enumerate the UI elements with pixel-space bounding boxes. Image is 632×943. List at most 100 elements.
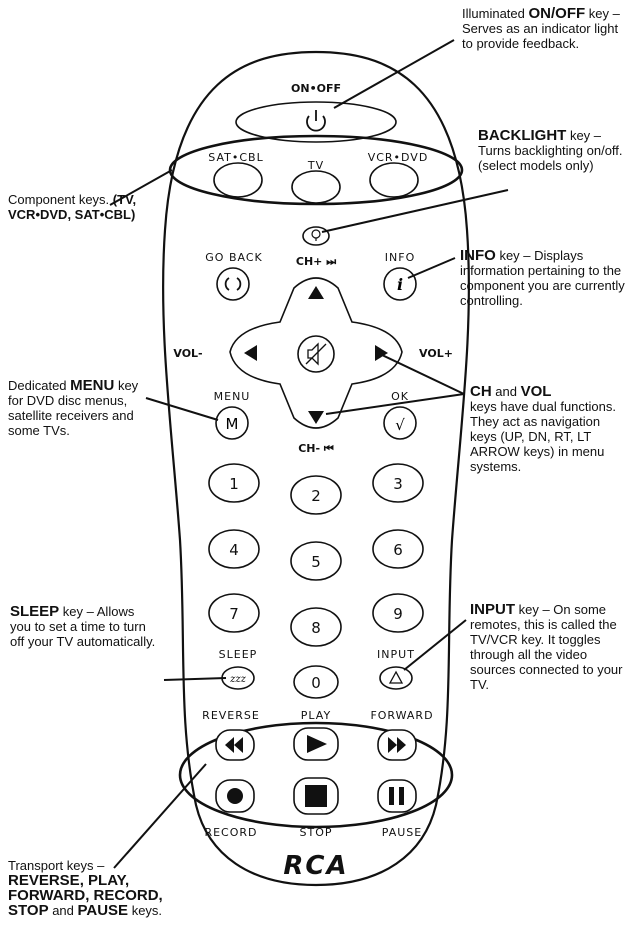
digit-8-label: 8 xyxy=(311,619,321,637)
pause-label: PAUSE xyxy=(382,826,422,839)
callout-input: INPUT key – On some remotes, this is cal… xyxy=(470,602,628,692)
callout-chvol: CH and VOL keys have dual functions. The… xyxy=(470,384,628,474)
go-back-icon xyxy=(224,277,242,291)
leader-component xyxy=(109,169,173,206)
sleep-icon: zzz xyxy=(229,674,247,685)
callout-onoff: Illuminated ON/OFF key – Serves as an in… xyxy=(462,6,627,51)
callout-menu-post: key for DVD disc menus, satellite receiv… xyxy=(8,378,139,438)
callout-info-post: key – Displays information pertaining to… xyxy=(460,248,625,308)
callout-chvol-post: keys have dual functions. They act as na… xyxy=(470,399,616,474)
leader-ch-right xyxy=(379,353,465,395)
leader-transport xyxy=(113,763,207,869)
transport-keys-outline xyxy=(178,721,454,829)
leader-menu xyxy=(145,397,219,421)
digit-1-button[interactable] xyxy=(208,463,260,503)
input-label: INPUT xyxy=(377,648,415,661)
digit-5-label: 5 xyxy=(311,553,321,571)
reverse-label: REVERSE xyxy=(202,709,260,722)
callout-info-key: INFO xyxy=(460,247,496,264)
number-pad: 1 2 3 4 5 6 7 8 9 0 xyxy=(208,463,424,699)
leader-onoff xyxy=(333,39,455,109)
digit-6-label: 6 xyxy=(393,541,403,559)
ch-down-label: CH- ⏮ xyxy=(298,442,334,455)
pause-button[interactable] xyxy=(377,779,417,813)
digit-9-label: 9 xyxy=(393,605,403,623)
vol-minus-label: VOL- xyxy=(173,347,202,360)
go-back-button[interactable] xyxy=(216,267,250,301)
leader-info xyxy=(407,257,456,279)
on-off-label: ON•OFF xyxy=(291,82,341,95)
info-button[interactable] xyxy=(383,267,417,301)
digit-2-button[interactable] xyxy=(290,475,342,515)
callout-transport-key: PAUSE xyxy=(77,902,129,919)
leader-ch-down xyxy=(325,393,465,415)
callout-onoff-pre: Illuminated xyxy=(462,6,529,21)
vcr-dvd-button[interactable] xyxy=(369,162,419,198)
leader-input xyxy=(403,619,467,671)
callout-chvol-mid: and xyxy=(491,384,521,399)
power-icon xyxy=(306,110,326,132)
bulb-icon xyxy=(311,229,321,241)
up-arrow-icon[interactable] xyxy=(308,286,324,299)
ch-up-label: CH+ ⏭ xyxy=(296,255,336,268)
digit-9-button[interactable] xyxy=(372,593,424,633)
callout-transport-pre: Transport keys – xyxy=(8,858,105,873)
input-button[interactable] xyxy=(379,666,413,690)
vol-plus-label: VOL+ xyxy=(419,347,453,360)
down-arrow-icon[interactable] xyxy=(308,411,324,424)
sat-cbl-button[interactable] xyxy=(213,162,263,198)
stop-label: STOP xyxy=(300,826,333,839)
info-label: INFO xyxy=(385,251,415,264)
power-button[interactable] xyxy=(235,101,397,143)
callout-transport-post: keys. xyxy=(128,903,163,918)
callout-info: INFO key – Displays information pertaini… xyxy=(460,248,628,308)
digit-1-label: 1 xyxy=(229,475,239,493)
digit-0-button[interactable] xyxy=(293,665,339,699)
play-label: PLAY xyxy=(301,709,331,722)
digit-4-label: 4 xyxy=(229,541,239,559)
callout-menu: Dedicated MENU key for DVD disc menus, s… xyxy=(8,378,153,438)
callout-component-bold: (TV, VCR•DVD, SAT•CBL) xyxy=(8,192,137,222)
tv-button[interactable] xyxy=(291,170,341,204)
pause-icon xyxy=(389,787,404,805)
callout-menu-key: MENU xyxy=(70,377,115,394)
callout-menu-pre: Dedicated xyxy=(8,378,71,393)
digit-7-button[interactable] xyxy=(208,593,260,633)
callout-backlight-key: BACKLIGHT xyxy=(478,127,567,144)
mute-icon xyxy=(305,342,327,366)
record-icon xyxy=(227,788,243,804)
sat-cbl-label: SAT•CBL xyxy=(208,151,263,164)
digit-6-button[interactable] xyxy=(372,529,424,569)
callout-transport-bold: REVERSE, PLAY, FORWARD, RECORD, STOP xyxy=(8,872,163,919)
callout-backlight: BACKLIGHT key – Turns backlighting on/of… xyxy=(478,128,628,173)
go-back-label: GO BACK xyxy=(205,251,262,264)
left-arrow-icon[interactable] xyxy=(244,345,257,361)
callout-backlight-post: key – Turns backlighting on/off. (select… xyxy=(478,128,623,173)
tv-label: TV xyxy=(307,159,324,172)
forward-label: FORWARD xyxy=(370,709,433,722)
leader-backlight xyxy=(321,189,509,233)
callout-component: Component keys. (TV, VCR•DVD, SAT•CBL) xyxy=(8,192,148,222)
digit-3-label: 3 xyxy=(393,475,403,493)
right-arrow-icon[interactable] xyxy=(375,345,388,361)
digit-0-label: 0 xyxy=(311,674,321,692)
callout-component-pre: Component keys. xyxy=(8,192,110,207)
digit-5-button[interactable] xyxy=(290,541,342,581)
menu-button[interactable] xyxy=(215,406,249,440)
digit-3-button[interactable] xyxy=(372,463,424,503)
leader-sleep xyxy=(163,677,227,681)
rca-logo: RCA xyxy=(283,851,348,881)
input-triangle-icon xyxy=(388,670,404,684)
info-icon: i xyxy=(397,275,403,294)
ok-button[interactable] xyxy=(383,406,417,440)
fast-forward-icon xyxy=(388,737,406,753)
callout-transport-mid: and xyxy=(48,903,78,918)
ok-icon: √ xyxy=(395,416,405,434)
callout-sleep: SLEEP key – Allows you to set a time to … xyxy=(10,604,158,649)
digit-8-button[interactable] xyxy=(290,607,342,647)
digit-4-button[interactable] xyxy=(208,529,260,569)
callout-leaders xyxy=(109,39,509,869)
play-icon xyxy=(307,735,327,753)
